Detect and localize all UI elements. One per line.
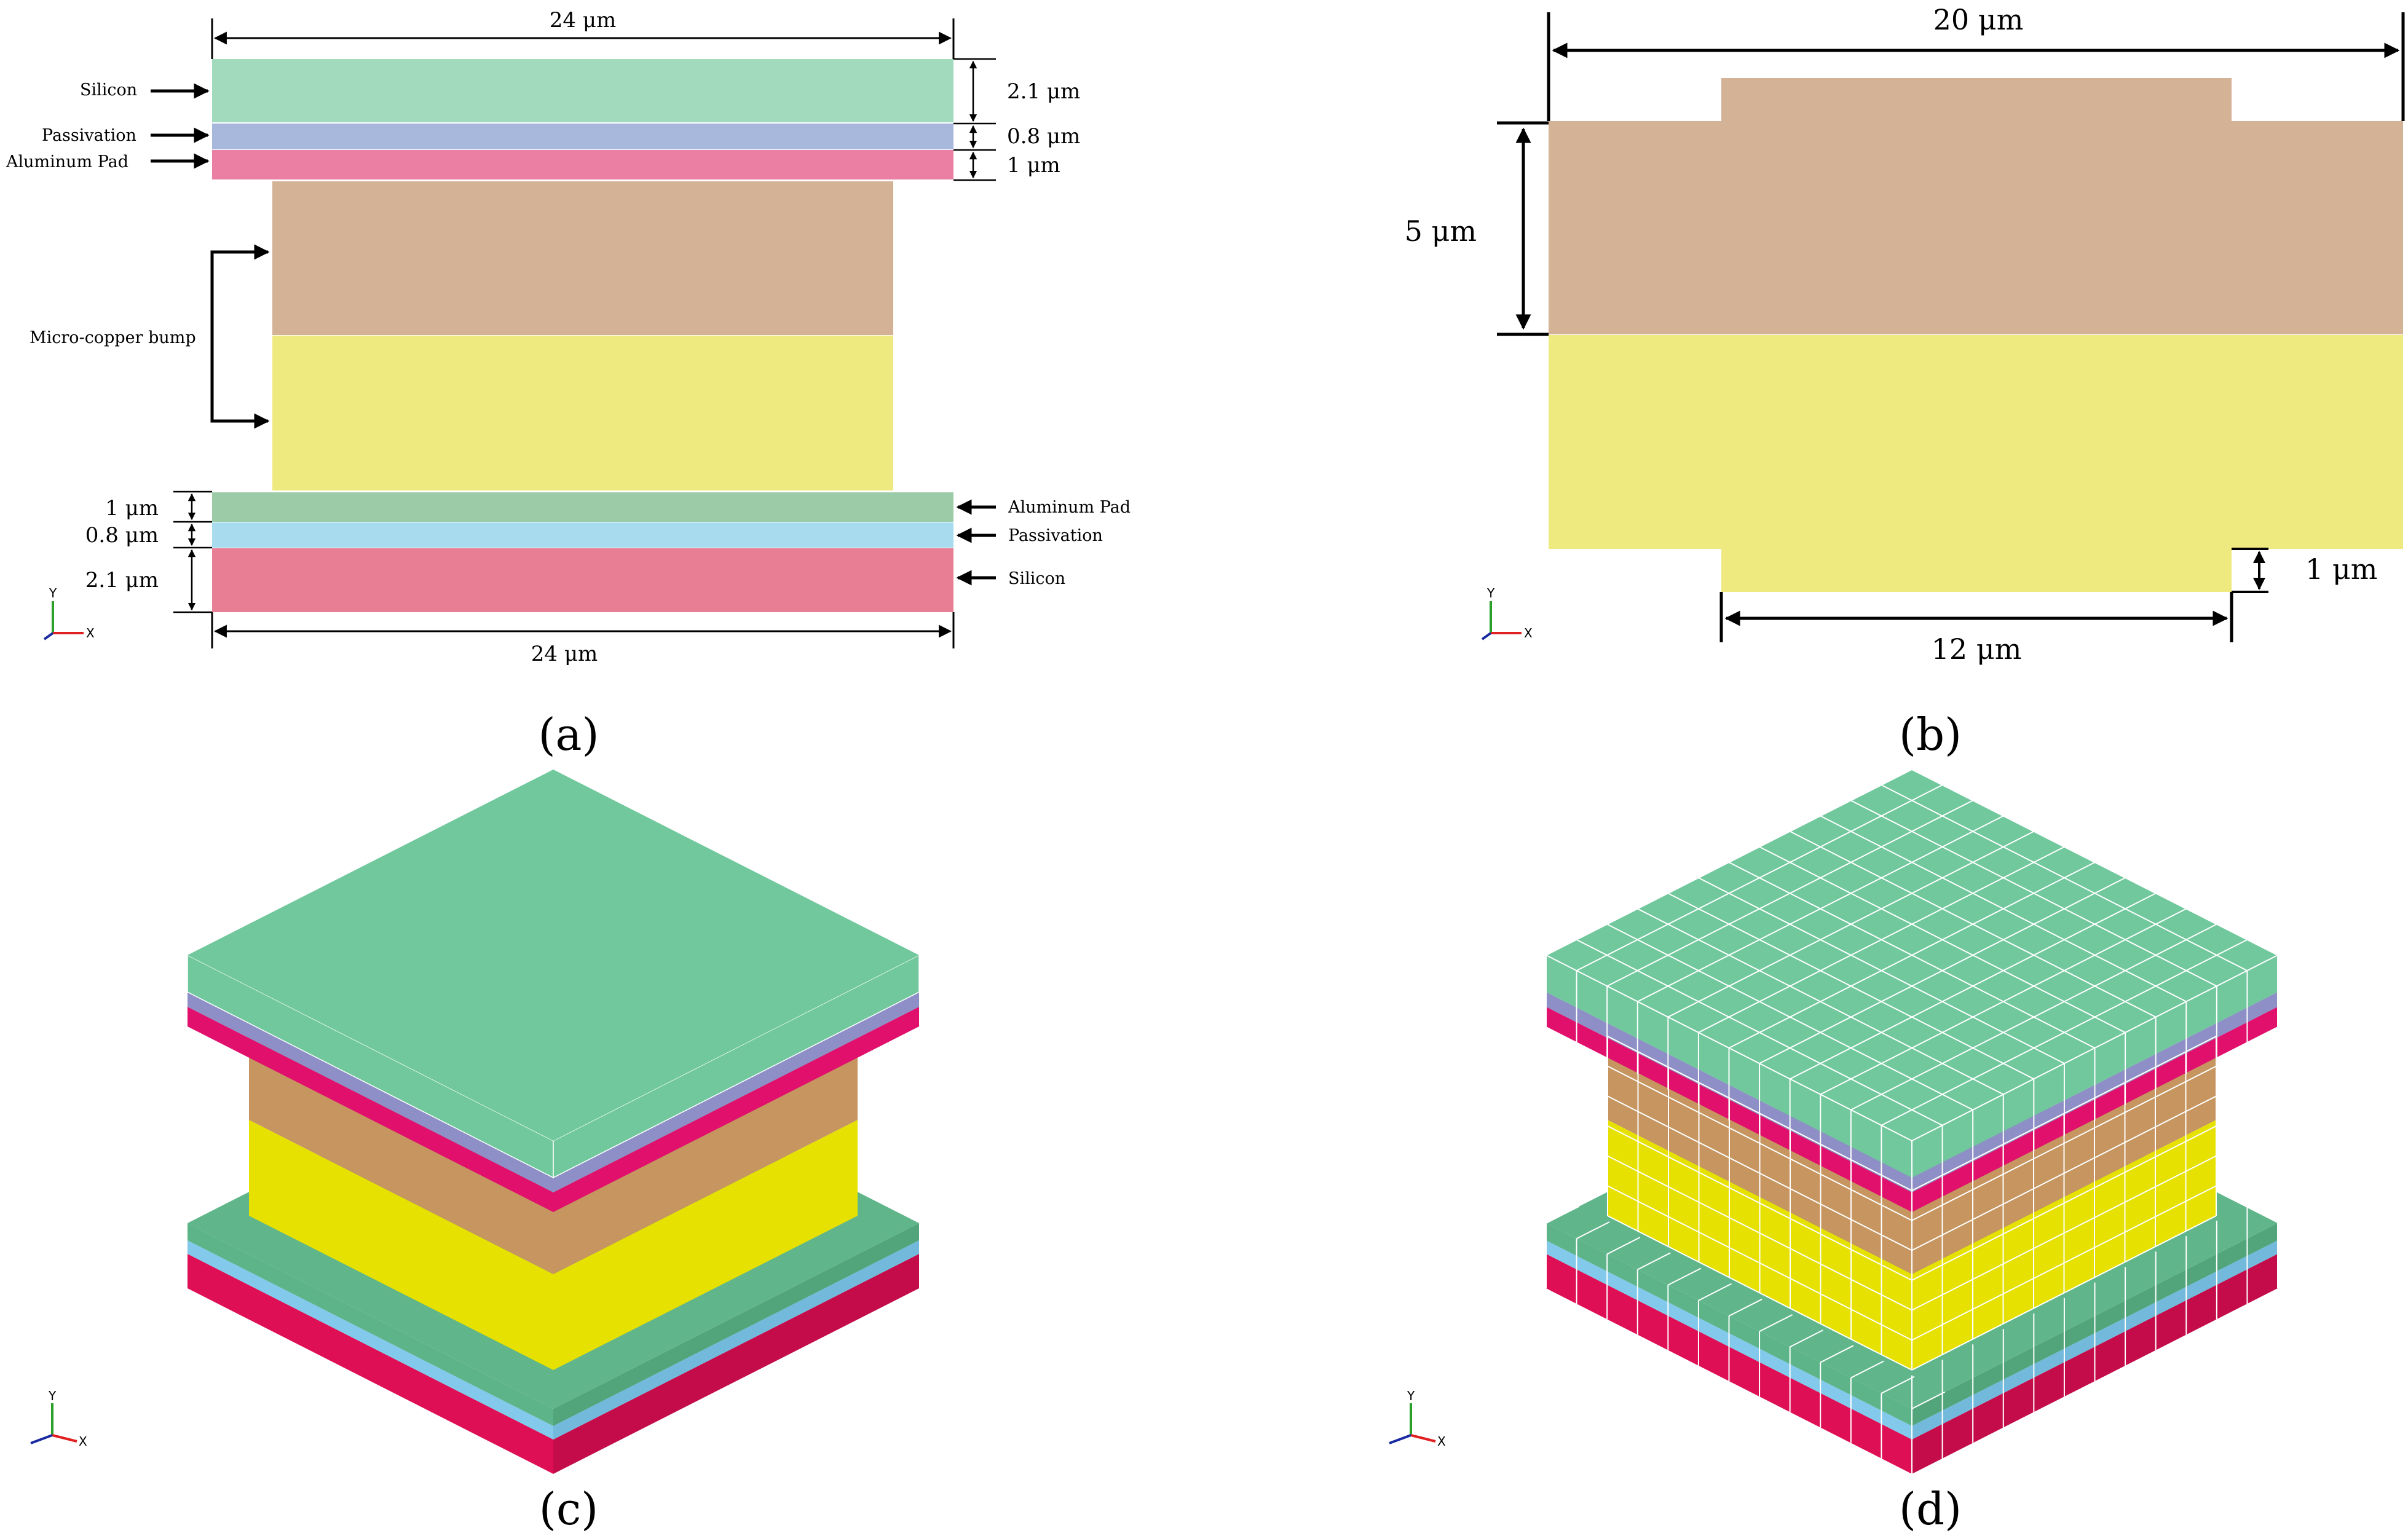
dim-passivation-top: 0.8 μm: [1007, 124, 1080, 149]
dim-silicon-bottom: 2.1 μm: [85, 568, 159, 593]
top-aluminum-left-face: [188, 1007, 553, 1212]
label-micro-copper-bump: Micro-copper bump: [30, 328, 196, 347]
svg-text:X: X: [1524, 626, 1533, 640]
height-label-b: 5 μm: [1405, 215, 1477, 248]
passivation-top-layer: [212, 124, 953, 149]
top-width-label-b: 20 μm: [1933, 3, 2024, 36]
offset-dimension-b: [2232, 548, 2268, 593]
label-passivation-bottom: Passivation: [1008, 526, 1103, 545]
label-silicon-top: Silicon: [80, 81, 137, 100]
panel-c: Y X (c): [30, 770, 920, 1535]
caption-c: (c): [539, 1483, 599, 1535]
svg-text:X: X: [79, 1434, 87, 1449]
bottom-silicon-right-face: [553, 1254, 919, 1474]
dim-aluminum-top: 1 μm: [1007, 153, 1060, 178]
axis-triad-c: Y X: [30, 1388, 87, 1449]
solder-right-face: [553, 1120, 858, 1370]
top-passivation-right-face: [553, 992, 919, 1192]
label-silicon-bottom: Silicon: [1008, 569, 1065, 588]
top-width-dimension: [211, 18, 955, 59]
top-silicon-top-face: [188, 770, 919, 1141]
axis-triad-a: Y X: [43, 586, 95, 640]
silicon-bottom-layer: [212, 548, 953, 612]
bottom-aluminum-right-face: [553, 1223, 919, 1426]
label-aluminum-bottom: Aluminum Pad: [1008, 498, 1131, 517]
silicon-top-layer: [212, 59, 953, 122]
bottom-width-dimension-b: [1719, 592, 2233, 642]
bottom-width-dimension: [211, 612, 955, 648]
offset-label-b: 1 μm: [2305, 553, 2377, 586]
panel-b: 20 μm 5 μm 1 μm 12 μm Y X (b: [1405, 3, 2405, 760]
svg-text:Y: Y: [48, 1388, 57, 1403]
bottom-width-label-b: 12 μm: [1932, 632, 2022, 666]
copper-top-pad: [1721, 78, 2232, 121]
dim-aluminum-bottom: 1 μm: [105, 496, 159, 521]
panel-a: 24 μm 2.1 μm 0.8 μm 1 μm Silicon Passiva…: [6, 8, 1131, 760]
dim-passivation-bottom: 0.8 μm: [85, 523, 159, 548]
passivation-bottom-layer: [212, 522, 953, 548]
height-dimension-b: [1497, 121, 1549, 336]
axis-triad-b: Y X: [1481, 586, 1533, 640]
solder-left-face: [249, 1120, 553, 1370]
top-width-dimension-b: [1547, 12, 2405, 121]
copper-block: [1549, 121, 2403, 334]
bump-bracket: [210, 250, 268, 423]
label-aluminum-top: Aluminum Pad: [6, 152, 128, 171]
left-dimension-lines: [173, 490, 212, 613]
mesh-grid: [1545, 769, 2278, 1474]
top-width-label: 24 μm: [550, 8, 616, 33]
caption-a: (a): [538, 709, 599, 760]
bottom-aluminum-left-face: [188, 1223, 553, 1426]
solder-block-b: [1549, 335, 2403, 549]
bottom-silicon-left-face: [188, 1254, 553, 1474]
dim-silicon-top: 2.1 μm: [1007, 79, 1080, 104]
aluminum-pad-bottom-layer: [212, 492, 953, 522]
solder-block: [272, 336, 893, 490]
caption-d: (d): [1899, 1483, 1962, 1535]
copper-bump-block: [272, 181, 893, 335]
svg-text:Y: Y: [1486, 586, 1495, 601]
bottom-passivation-left-face: [188, 1240, 553, 1440]
top-passivation-left-face: [188, 992, 553, 1192]
svg-text:Y: Y: [1407, 1388, 1415, 1403]
svg-text:X: X: [86, 626, 95, 640]
solder-bottom-pad: [1721, 549, 2232, 592]
panel-d: Y X (d): [1389, 769, 2278, 1535]
svg-text:X: X: [1437, 1434, 1446, 1449]
label-passivation-top: Passivation: [42, 126, 136, 145]
bottom-passivation-right-face: [553, 1240, 919, 1440]
bottom-width-label: 24 μm: [531, 642, 598, 666]
aluminum-pad-top-layer: [212, 150, 953, 179]
top-aluminum-right-face: [553, 1007, 919, 1212]
right-dimension-lines: [953, 58, 996, 181]
svg-text:Y: Y: [49, 586, 57, 601]
caption-b: (b): [1899, 709, 1962, 760]
axis-triad-d: Y X: [1389, 1388, 1446, 1449]
